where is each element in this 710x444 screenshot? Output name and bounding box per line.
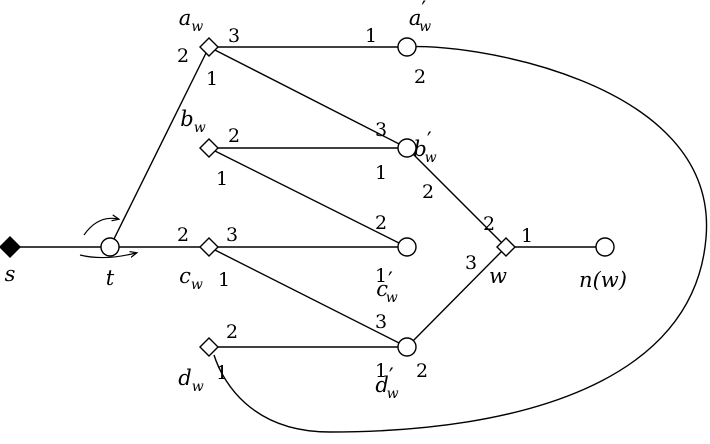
port-label-dw: 1	[216, 362, 228, 384]
node-s	[0, 236, 21, 258]
edge-apw-dw	[213, 45, 707, 433]
node-nw	[595, 237, 615, 257]
port-label-cpw: 1	[375, 265, 387, 287]
node-t	[100, 237, 120, 257]
node-cpw	[397, 237, 417, 257]
node-label-s: s	[5, 262, 16, 286]
edge-aw-bpw	[208, 46, 408, 149]
node-label-dpw: d′w	[375, 364, 398, 402]
port-label-cpw: 2	[375, 212, 387, 234]
node-aw	[199, 37, 219, 57]
rotation-arrow-upper	[83, 218, 118, 236]
edges	[10, 45, 707, 433]
port-label-aw: 1	[206, 68, 218, 90]
nodes	[0, 37, 615, 357]
port-label-bpw: 1	[375, 162, 387, 184]
port-label-cw: 1	[218, 269, 230, 291]
node-label-nw: n(w)	[579, 268, 627, 292]
edge-t-aw	[109, 46, 210, 248]
node-label-cw: cw	[179, 264, 203, 293]
port-label-w: 2	[483, 213, 495, 235]
node-cw	[199, 237, 219, 257]
node-label-apw: a′w	[409, 0, 431, 35]
port-label-dpw: 3	[375, 311, 387, 333]
edge-dpw-w	[406, 246, 507, 348]
node-label-cpw: c′w	[376, 268, 398, 306]
port-label-bw: 2	[228, 125, 240, 147]
node-label-aw: aw	[179, 6, 204, 35]
node-apw	[397, 37, 417, 57]
node-labels: s t aw bw cw dw a′w b′w c′w d′w w n(w)	[5, 0, 627, 402]
port-label-dpw: 1	[375, 360, 387, 382]
port-label-dw: 2	[226, 321, 238, 343]
port-label-cw: 3	[226, 224, 238, 246]
node-label-bpw: b′w	[413, 128, 436, 166]
port-label-apw: 2	[414, 66, 426, 88]
edge-bw-cpw	[208, 147, 408, 248]
node-dw	[199, 337, 219, 357]
port-label-bpw: 3	[375, 119, 387, 141]
node-label-t: t	[106, 266, 115, 290]
port-label-aw: 2	[177, 45, 189, 67]
port-label-aw: 3	[228, 25, 240, 47]
rotation-arrow-lower	[79, 253, 136, 259]
port-label-w: 1	[521, 225, 533, 247]
node-dpw	[397, 337, 417, 357]
rotation-arrows	[79, 218, 136, 259]
node-w	[496, 237, 516, 257]
node-label-bw: bw	[180, 107, 205, 136]
edge-bpw-w	[406, 147, 507, 248]
node-bw	[199, 138, 219, 158]
port-label-bpw: 2	[422, 181, 434, 203]
port-label-dpw: 2	[416, 360, 428, 382]
node-bpw	[397, 138, 417, 158]
port-label-w: 3	[465, 252, 477, 274]
node-label-w: w	[489, 264, 507, 288]
edge-cw-dpw	[208, 246, 408, 348]
node-label-dw: dw	[178, 366, 203, 395]
port-label-apw: 1	[365, 25, 377, 47]
port-label-bw: 1	[216, 168, 228, 190]
port-label-cw: 2	[177, 224, 189, 246]
